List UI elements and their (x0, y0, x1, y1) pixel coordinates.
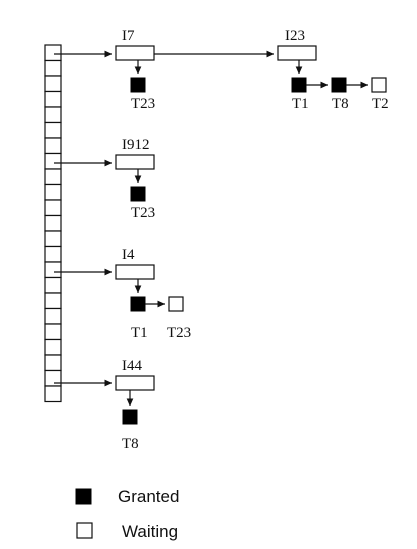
lock-request-waiting (371, 77, 387, 93)
request-txn-label: T23 (131, 96, 155, 112)
data-item-i4: I4 T1 T23 (115, 247, 191, 341)
hash-bucket-8 (44, 152, 62, 170)
waiting-legend-swatch (76, 522, 93, 539)
chain-bucket-1: I7 T23 I23 T1 T8 T2 (54, 28, 389, 112)
lock-request-waiting (168, 296, 184, 312)
data-item-box (277, 45, 317, 61)
data-item-box (115, 375, 155, 391)
waiting-legend-label: Waiting (122, 522, 178, 541)
hash-bucket-21 (44, 354, 62, 372)
request-txn-label: T1 (131, 325, 148, 341)
data-item-box (115, 45, 155, 61)
lock-request-granted (122, 409, 138, 425)
data-item-label: I4 (122, 247, 135, 263)
data-item-box (115, 154, 155, 170)
chain-bucket-14: I4 T1 T23 (54, 247, 191, 341)
lock-chains: I7 T23 I23 T1 T8 T2 (54, 28, 389, 452)
hash-bucket-17 (44, 292, 62, 310)
hash-bucket-20 (44, 338, 62, 356)
hash-bucket-15 (44, 261, 62, 279)
hash-bucket-16 (44, 276, 62, 294)
lock-request-granted (291, 77, 307, 93)
hash-table (44, 44, 62, 403)
hash-bucket-11 (44, 199, 62, 217)
data-item-label: I7 (122, 28, 135, 44)
hash-bucket-23 (44, 385, 62, 403)
lock-request-granted (130, 77, 146, 93)
data-item-label: I912 (122, 137, 150, 153)
lock-request-granted (130, 296, 146, 312)
hash-bucket-9 (44, 168, 62, 186)
hash-bucket-13 (44, 230, 62, 248)
legend: Granted Waiting (75, 487, 179, 541)
data-item-label: I23 (285, 28, 305, 44)
data-item-label: I44 (122, 358, 142, 374)
granted-legend-swatch (75, 488, 92, 505)
lock-request-granted (331, 77, 347, 93)
data-item-i7: I7 T23 (115, 28, 155, 112)
hash-bucket-12 (44, 214, 62, 232)
chain-bucket-21: I44 T8 (54, 358, 155, 452)
hash-bucket-19 (44, 323, 62, 341)
data-item-i44: I44 T8 (115, 358, 155, 452)
granted-legend-label: Granted (118, 487, 179, 506)
hash-bucket-5 (44, 106, 62, 124)
request-txn-label: T23 (167, 325, 191, 341)
chain-bucket-7: I912 T23 (54, 137, 155, 221)
data-item-i23: I23 T1 T8 T2 (277, 28, 389, 112)
request-txn-label: T8 (332, 96, 349, 112)
hash-bucket-10 (44, 183, 62, 201)
request-txn-label: T8 (122, 436, 139, 452)
hash-bucket-7 (44, 137, 62, 155)
request-txn-label: T2 (372, 96, 389, 112)
lock-request-granted (130, 186, 146, 202)
data-item-i912: I912 T23 (115, 137, 155, 221)
request-txn-label: T23 (131, 205, 155, 221)
hash-bucket-6 (44, 121, 62, 139)
hash-bucket-18 (44, 307, 62, 325)
hash-bucket-4 (44, 90, 62, 108)
hash-bucket-3 (44, 75, 62, 93)
request-txn-label: T1 (292, 96, 309, 112)
hash-bucket-2 (44, 59, 62, 77)
hash-bucket-1 (44, 44, 62, 62)
hash-bucket-22 (44, 369, 62, 387)
hash-bucket-14 (44, 245, 62, 263)
data-item-box (115, 264, 155, 280)
